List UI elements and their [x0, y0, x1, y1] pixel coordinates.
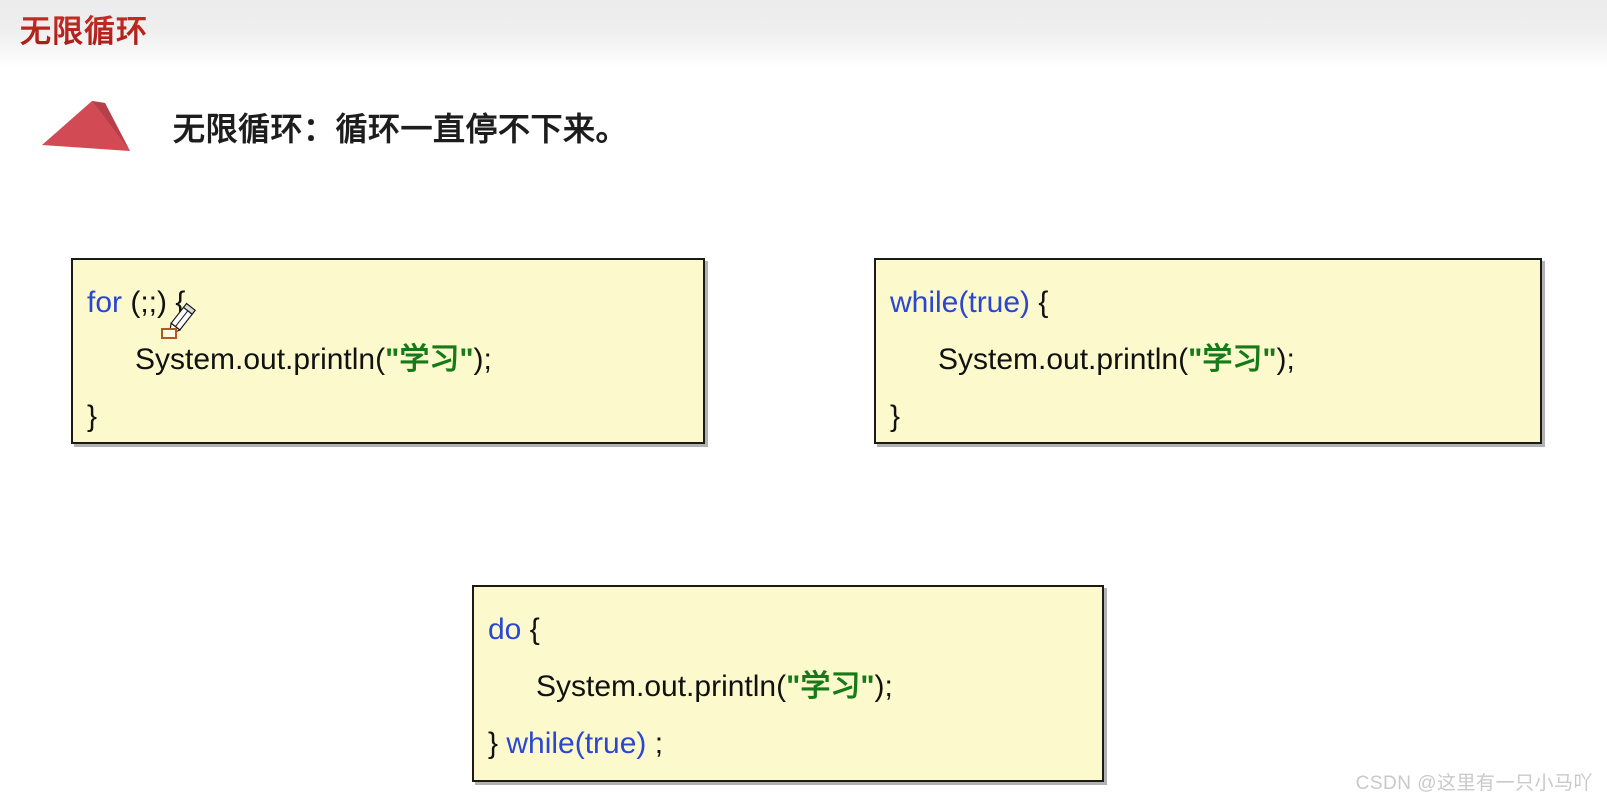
code-token-plain: );	[874, 670, 893, 703]
code-line: do {	[474, 601, 1102, 658]
code-box-do-while-loop: do {System.out.println("学习");} while(tru…	[472, 585, 1104, 782]
code-line: for (;;) {	[73, 274, 703, 331]
code-line: while(true) {	[876, 274, 1540, 331]
code-token-plain: System.out.println(	[135, 343, 386, 376]
watermark-text: CSDN @这里有一只小马吖	[1355, 773, 1593, 794]
code-line: System.out.println("学习");	[876, 331, 1540, 388]
code-token-kw: while(true)	[506, 727, 647, 760]
code-token-str: "学习"	[786, 670, 875, 703]
code-token-plain: System.out.println(	[938, 343, 1189, 376]
code-token-plain: }	[87, 400, 98, 433]
header-gradient-band	[0, 0, 1607, 68]
code-token-str: "学习"	[1188, 343, 1277, 376]
bullet-sentence: 无限循环：循环一直停不下来。	[173, 111, 629, 147]
code-token-plain: System.out.println(	[536, 670, 787, 703]
code-token-str: "学习"	[385, 343, 474, 376]
ime-candidate-box	[161, 328, 177, 339]
code-token-kw: for	[87, 286, 123, 319]
code-token-plain: }	[488, 727, 507, 760]
code-line: } while(true) ;	[474, 715, 1102, 772]
code-box-while-loop: while(true) {System.out.println("学习");}	[874, 258, 1542, 444]
page-title: 无限循环	[20, 6, 148, 51]
code-token-plain: );	[473, 343, 492, 376]
code-line: }	[876, 388, 1540, 445]
code-box-for-loop: for (;;) {System.out.println("学习");}	[71, 258, 705, 444]
code-token-plain: {	[1030, 286, 1049, 319]
pyramid-marker-icon	[41, 100, 133, 152]
code-token-plain: );	[1276, 343, 1295, 376]
code-token-plain: ;	[646, 727, 664, 760]
code-token-kw: while(true)	[890, 286, 1031, 319]
code-token-plain: {	[521, 613, 540, 646]
code-token-plain: (;;) {	[122, 286, 186, 319]
code-token-plain: }	[890, 400, 901, 433]
code-line: System.out.println("学习");	[474, 658, 1102, 715]
code-token-kw: do	[488, 613, 522, 646]
code-line: System.out.println("学习");	[73, 331, 703, 388]
code-line: }	[73, 388, 703, 445]
